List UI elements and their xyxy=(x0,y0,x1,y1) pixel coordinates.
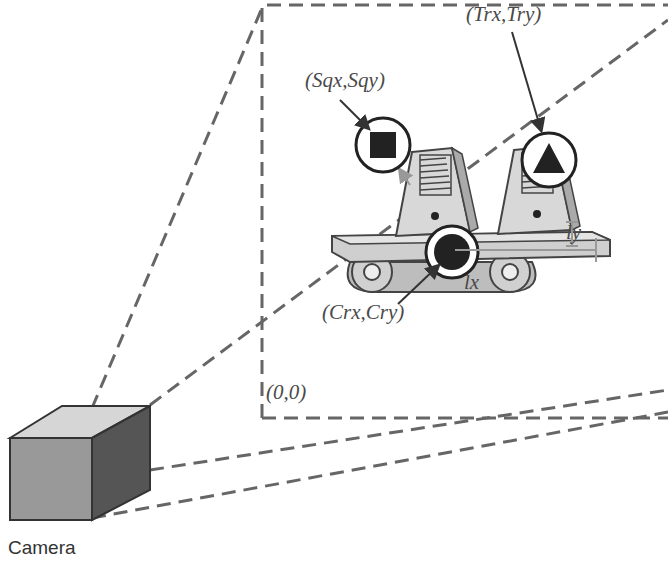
dimension-label: lx xyxy=(464,272,479,293)
camera: Camera xyxy=(8,404,153,564)
origin-label: (0,0) xyxy=(266,382,306,403)
coordinate-label: (Trx,Try) xyxy=(466,4,541,25)
coordinate-label: (Crx,Cry) xyxy=(322,302,404,323)
coordinate-label: (Sqx,Sqy) xyxy=(305,70,385,91)
dimension-label: ly xyxy=(566,222,581,243)
camera-label: Camera xyxy=(8,538,76,557)
